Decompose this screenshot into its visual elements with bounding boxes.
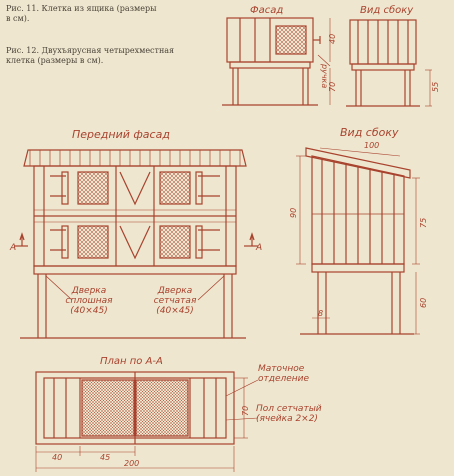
fig12-dim-plan-mid: 45 bbox=[100, 453, 110, 462]
fig12-dim-plan-width: 200 bbox=[124, 459, 139, 468]
fig12-dim-plan-small: 40 bbox=[52, 453, 62, 462]
fig12-plan-view bbox=[35, 371, 259, 472]
fig12-front-title: Передний фасад bbox=[72, 128, 170, 141]
fig12-door-solid-label: Дверка сплошная (40×45) bbox=[65, 286, 113, 316]
fig12-side-title: Вид сбоку bbox=[340, 126, 399, 139]
fig12-door-mesh-label: Дверка сетчатая (40×45) bbox=[153, 286, 197, 316]
fig11-dim-total: 55 bbox=[431, 82, 440, 92]
fig11-dim-box: 40 bbox=[328, 34, 337, 44]
fig11-front-view bbox=[222, 17, 331, 106]
fig12-plan-title: План по А-А bbox=[100, 356, 163, 367]
fig12-dim-leg-height: 60 bbox=[419, 298, 428, 308]
fig12-dim-plan-depth: 70 bbox=[241, 406, 250, 416]
fig12-dim-leg-width: 8 bbox=[318, 309, 323, 318]
fig12-dim-top: 100 bbox=[364, 141, 379, 150]
fig11-side-title: Вид сбоку bbox=[360, 4, 414, 16]
fig12-plan-compartment-label: Маточное отделение bbox=[258, 364, 310, 384]
fig12-dim-total-height: 90 bbox=[289, 208, 298, 218]
figure-11-caption: Рис. 11. Клетка из ящика (размеры в см). bbox=[6, 4, 157, 23]
fig12-front-view bbox=[14, 149, 258, 339]
fig12-plan-floor-label: Пол сетчатый (ячейка 2×2) bbox=[256, 404, 322, 424]
fig12-section-mark-right: А bbox=[255, 243, 262, 253]
fig12-side-view bbox=[296, 147, 420, 335]
fig12-section-mark-left: А bbox=[9, 243, 16, 253]
fig11-front-title: Фасад bbox=[250, 5, 283, 16]
fig11-side-view bbox=[346, 19, 432, 107]
fig12-dim-body-height: 75 bbox=[419, 218, 428, 228]
fig11-dim-legs: 70 bbox=[328, 82, 337, 92]
fig11-handle-label: ручка bbox=[320, 63, 329, 88]
figure-12-caption: Рис. 12. Двухъярусная четырехместная кле… bbox=[6, 46, 175, 65]
